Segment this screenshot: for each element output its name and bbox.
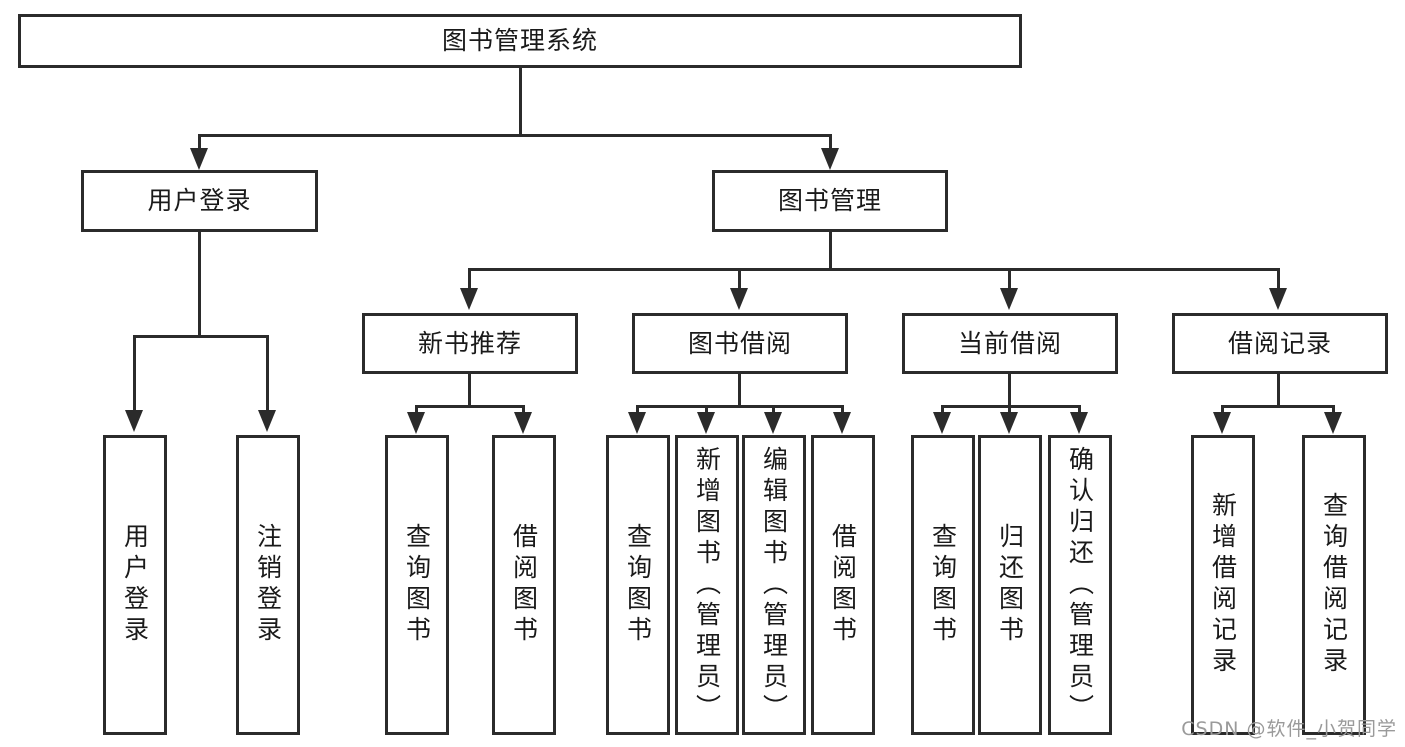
node-label: 借阅图书 [828,523,858,647]
connector-new-book-stem [468,374,471,405]
arrow-to-borrow-record [1269,288,1287,310]
node-new-book-recommend[interactable]: 新书推荐 [362,313,578,374]
connector-new-book-drop-1 [415,405,418,415]
arrow-leaf-book-borrow-2 [697,412,715,434]
arrow-leaf-book-borrow-4 [833,412,851,434]
arrow-leaf-book-borrow-1 [628,412,646,434]
connector-user-login-bar [133,335,269,338]
arrow-leaf-current-borrow-2 [1000,412,1018,434]
connector-user-login-stem [198,232,201,335]
arrow-leaf-user-login-2 [258,410,276,432]
connector-book-borrow-bar [636,405,844,408]
connector-current-borrow-stem [1008,374,1011,405]
leaf-user-login-login[interactable]: 用户登录 [103,435,167,735]
node-label: 查询图书 [928,523,958,647]
node-label: 查询图书 [402,523,432,647]
node-root-book-management-system[interactable]: 图书管理系统 [18,14,1022,68]
connector-borrow-record-drop-2 [1332,405,1335,415]
arrow-leaf-user-login-1 [125,410,143,432]
node-label: 用户登录 [120,523,150,647]
connector-root-stem [519,68,522,134]
arrow-to-book-management [821,148,839,170]
csdn-watermark: CSDN @软件_小贺同学 [1181,718,1397,740]
leaf-book-borrow-query-book[interactable]: 查询图书 [606,435,670,735]
arrow-leaf-borrow-record-2 [1324,412,1342,434]
leaf-new-book-query-book[interactable]: 查询图书 [385,435,449,735]
connector-book-borrow-drop-3 [772,405,775,415]
leaf-current-borrow-return-book[interactable]: 归还图书 [978,435,1042,735]
connector-to-borrow-record [1277,268,1280,291]
node-current-borrow[interactable]: 当前借阅 [902,313,1118,374]
arrow-to-user-login [190,148,208,170]
arrow-leaf-current-borrow-3 [1070,412,1088,434]
node-user-login[interactable]: 用户登录 [81,170,318,232]
node-label: 确认归还（管理员） [1065,445,1095,725]
leaf-borrow-record-query-record[interactable]: 查询借阅记录 [1302,435,1366,735]
node-label: 新增图书（管理员） [692,445,722,725]
node-label: 图书借阅 [687,328,792,358]
node-label: 借阅记录 [1227,328,1332,358]
connector-to-book-borrow [738,268,741,291]
connector-level3-bar [468,268,1280,271]
connector-to-user-login [198,134,201,152]
arrow-to-new-book [460,288,478,310]
node-label: 编辑图书（管理员） [759,445,789,725]
connector-to-new-book [468,268,471,291]
connector-current-borrow-drop-2 [1008,405,1011,415]
connector-borrow-record-stem [1277,374,1280,405]
node-label: 新书推荐 [417,328,522,358]
connector-to-current-borrow [1008,268,1011,291]
arrow-leaf-new-book-2 [514,412,532,434]
node-label: 当前借阅 [957,328,1062,358]
arrow-leaf-new-book-1 [407,412,425,434]
connector-current-borrow-drop-1 [941,405,944,415]
node-label: 注销登录 [253,523,283,647]
node-label: 用户登录 [147,186,252,216]
node-book-management[interactable]: 图书管理 [712,170,948,232]
connector-book-borrow-drop-1 [636,405,639,415]
leaf-current-borrow-confirm-return-admin[interactable]: 确认归还（管理员） [1048,435,1112,735]
leaf-book-borrow-add-book-admin[interactable]: 新增图书（管理员） [675,435,739,735]
connector-new-book-bar [415,405,525,408]
connector-borrow-record-drop-1 [1221,405,1224,415]
node-label: 图书管理 [777,186,882,216]
leaf-user-login-logout[interactable]: 注销登录 [236,435,300,735]
leaf-book-borrow-edit-book-admin[interactable]: 编辑图书（管理员） [742,435,806,735]
node-label: 查询借阅记录 [1319,492,1349,678]
leaf-borrow-record-add-record[interactable]: 新增借阅记录 [1191,435,1255,735]
connector-book-management-stem [829,232,832,268]
leaf-book-borrow-borrow-book[interactable]: 借阅图书 [811,435,875,735]
node-label: 归还图书 [995,523,1025,647]
node-label: 新增借阅记录 [1208,492,1238,678]
node-label: 借阅图书 [509,523,539,647]
connector-level2-bar [198,134,832,137]
connector-current-borrow-drop-3 [1078,405,1081,415]
connector-book-borrow-stem [738,374,741,405]
connector-user-login-drop-2 [266,335,269,413]
arrow-leaf-current-borrow-1 [933,412,951,434]
leaf-current-borrow-query-book[interactable]: 查询图书 [911,435,975,735]
connector-book-borrow-drop-4 [841,405,844,415]
arrow-leaf-borrow-record-1 [1213,412,1231,434]
leaf-new-book-borrow-book[interactable]: 借阅图书 [492,435,556,735]
node-label: 图书管理系统 [441,26,598,56]
node-label: 查询图书 [623,523,653,647]
arrow-leaf-book-borrow-3 [764,412,782,434]
arrow-to-current-borrow [1000,288,1018,310]
arrow-to-book-borrow [730,288,748,310]
connector-borrow-record-bar [1221,405,1335,408]
node-borrow-record[interactable]: 借阅记录 [1172,313,1388,374]
connector-new-book-drop-2 [522,405,525,415]
connector-to-book-management [829,134,832,152]
connector-current-borrow-bar [941,405,1081,408]
node-book-borrow[interactable]: 图书借阅 [632,313,848,374]
connector-book-borrow-drop-2 [705,405,708,415]
connector-user-login-drop-1 [133,335,136,413]
